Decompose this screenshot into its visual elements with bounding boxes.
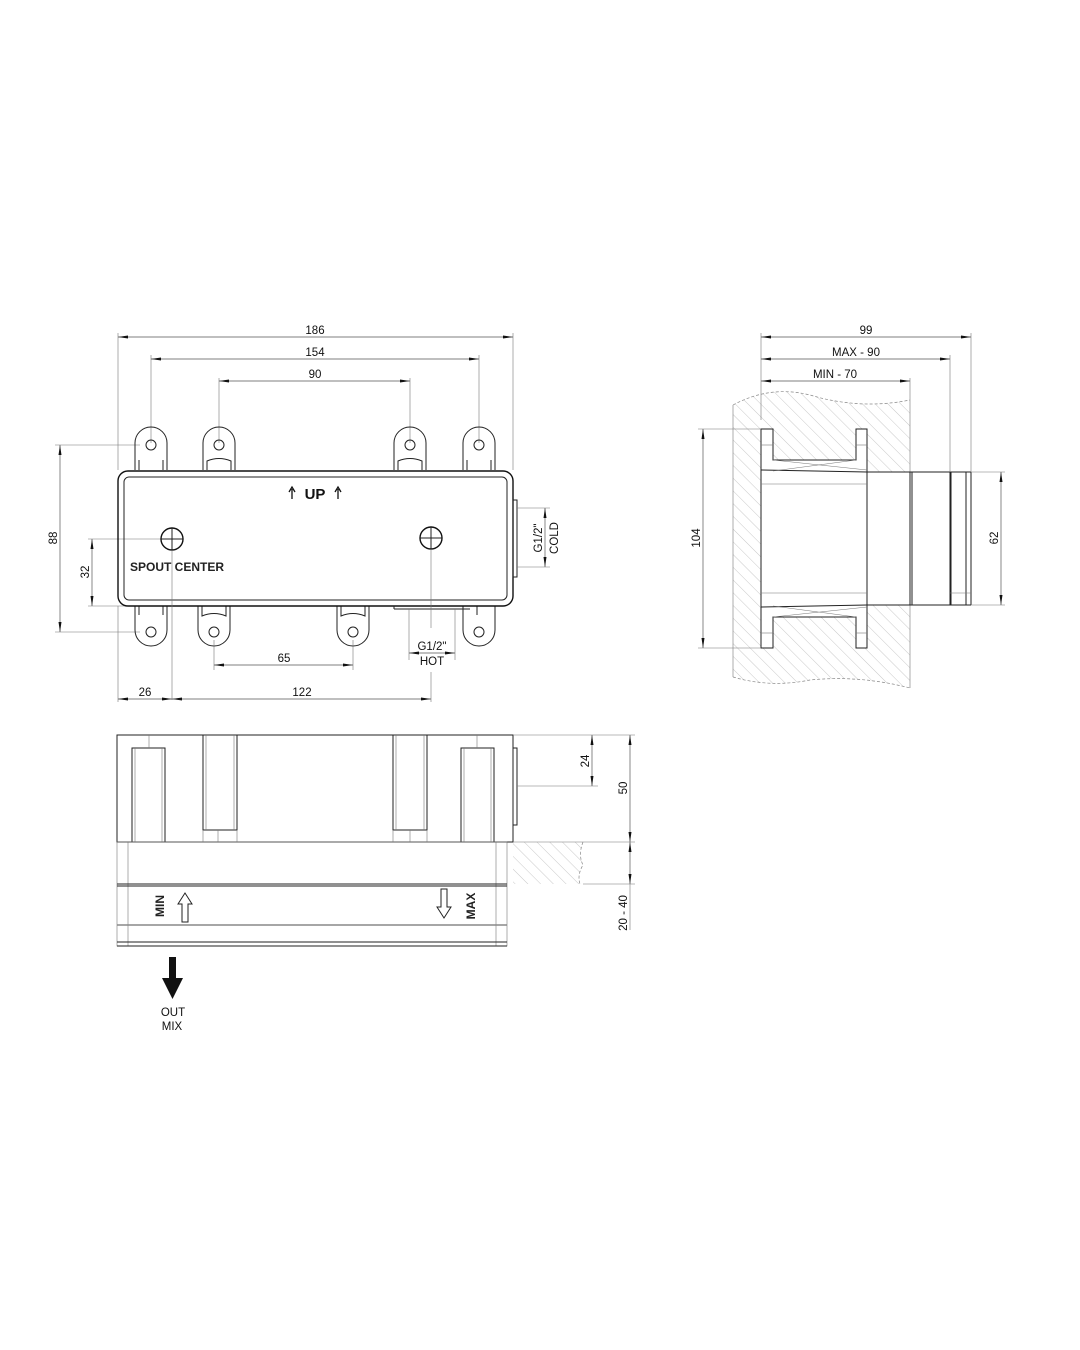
svg-text:104: 104 (691, 528, 703, 548)
svg-text:HOT: HOT (420, 656, 444, 668)
plaster-guard (116, 841, 508, 947)
arrow-up-icon (177, 892, 193, 923)
svg-text:OUT: OUT (161, 1007, 185, 1019)
svg-text:G1/2": G1/2" (533, 523, 545, 552)
svg-text:MAX: MAX (464, 893, 478, 920)
side-view: 99 MAX - 90 MIN - 70 104 62 (691, 325, 1005, 689)
svg-text:MIN: MIN (153, 895, 167, 917)
dim-hot-inlet: G1/2" HOT (409, 641, 455, 668)
arrow-down-solid-icon (162, 957, 183, 999)
mounting-box-section (760, 428, 868, 649)
dim-flange-height: 104 (691, 429, 705, 648)
svg-text:20 - 40: 20 - 40 (618, 895, 630, 931)
dim-spout-left-offset: 26 (118, 687, 172, 701)
front-view: 186 154 90 88 32 (48, 325, 561, 702)
dim-outer-lugs: 154 (151, 347, 479, 361)
svg-text:MIN - 70: MIN - 70 (813, 369, 857, 381)
dim-cold-inlet: G1/2" COLD (533, 508, 561, 567)
svg-text:88: 88 (48, 532, 60, 545)
dim-overall-width: 186 (118, 325, 513, 339)
svg-text:COLD: COLD (549, 522, 561, 554)
svg-text:MIX: MIX (162, 1021, 183, 1033)
svg-text:90: 90 (309, 369, 322, 381)
up-arrow-icon (334, 485, 342, 499)
bottom-view: MIN MAX 24 50 20 - 40 O (116, 734, 635, 1033)
svg-text:65: 65 (278, 653, 291, 665)
dim-total-depth: 99 (761, 325, 971, 339)
svg-text:50: 50 (618, 782, 630, 795)
dim-max-depth: MAX - 90 (761, 347, 950, 361)
mounting-lugs-top (134, 426, 496, 470)
wall-section-bottom (513, 842, 583, 884)
dim-spout-vertical: 32 (80, 539, 94, 606)
dim-body-depth: 50 (618, 735, 632, 842)
svg-text:186: 186 (305, 325, 324, 337)
svg-text:154: 154 (305, 347, 325, 359)
dim-lug-height: 88 (48, 445, 62, 632)
spout-center-label: SPOUT CENTER (130, 560, 224, 574)
out-mix-indicator: OUT MIX (161, 957, 185, 1033)
mounting-lugs-bottom (134, 606, 496, 647)
dim-inner-lugs: 90 (219, 369, 410, 383)
svg-text:MAX - 90: MAX - 90 (832, 347, 880, 359)
valve-body (117, 470, 518, 610)
box-top-section (116, 734, 518, 843)
svg-text:99: 99 (860, 325, 873, 337)
svg-text:32: 32 (80, 566, 92, 579)
up-label: UP (288, 485, 342, 503)
svg-text:122: 122 (292, 687, 311, 699)
dim-lower-lug-spacing: 65 (214, 653, 353, 667)
dim-outlet-diameter: 62 (989, 472, 1003, 605)
hot-inlet-marker (419, 526, 443, 702)
outlet-sleeve (867, 471, 972, 606)
dim-inlet-offset: 24 (580, 735, 594, 786)
dim-spout-to-hot: 122 (172, 687, 431, 701)
spout-center-marker (160, 527, 184, 700)
arrow-down-icon (436, 888, 452, 919)
svg-text:G1/2": G1/2" (417, 641, 446, 653)
dim-min-depth: MIN - 70 (761, 369, 910, 383)
dim-adjust-range: 20 - 40 (618, 842, 632, 931)
svg-text:24: 24 (580, 754, 592, 767)
min-indicator: MIN (153, 892, 193, 923)
max-indicator: MAX (436, 888, 478, 920)
svg-text:UP: UP (305, 486, 326, 503)
up-arrow-icon (288, 485, 296, 499)
svg-text:62: 62 (989, 532, 1001, 545)
svg-text:26: 26 (139, 687, 152, 699)
